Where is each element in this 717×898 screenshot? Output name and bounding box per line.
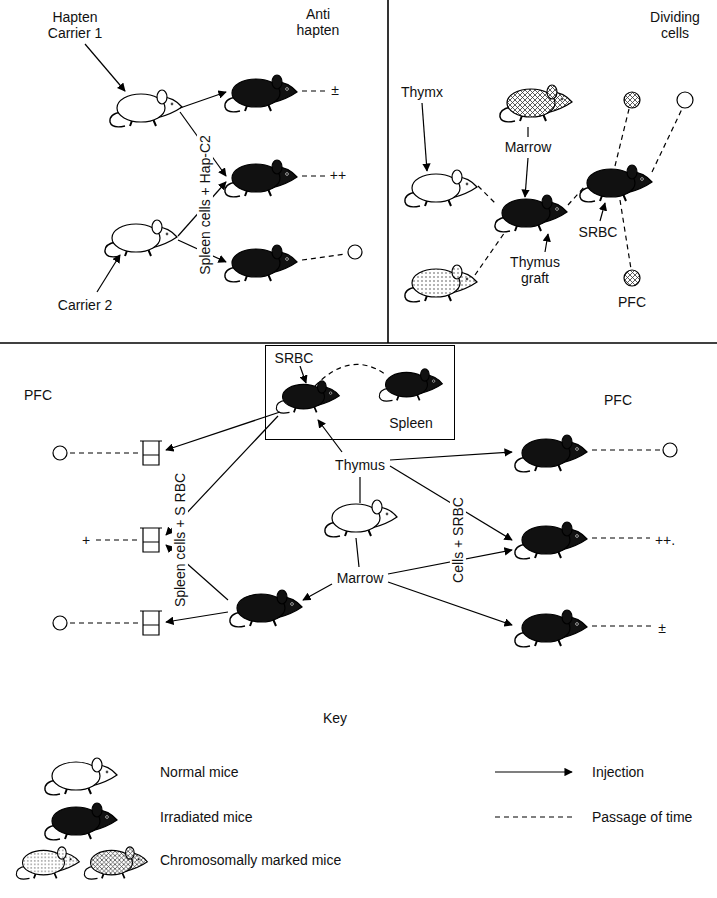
cell-source-label: Marrow xyxy=(335,570,386,586)
treatment-label: Thymus graft xyxy=(506,254,565,286)
source-line xyxy=(359,477,360,503)
injection-arrow xyxy=(390,452,512,460)
time-line xyxy=(70,452,138,453)
marked-cell xyxy=(624,270,640,286)
time-line xyxy=(302,254,346,260)
source-line xyxy=(356,538,359,567)
cell-label: PFC xyxy=(616,294,648,310)
legend-time-line xyxy=(495,816,572,817)
injection-arrow xyxy=(422,103,427,171)
column-heading: Dividing cells xyxy=(642,9,708,41)
box-label: SRBC xyxy=(273,350,316,366)
zero-result xyxy=(53,616,67,630)
result-value: ± xyxy=(656,620,668,636)
column-heading: Anti hapten xyxy=(289,6,348,38)
legend-marked-mouse xyxy=(84,847,147,879)
zero-result xyxy=(348,245,362,259)
injection-arrow xyxy=(303,584,332,600)
box-label: Spleen xyxy=(387,415,435,431)
irradiated-mouse xyxy=(225,160,297,197)
legend-irradiated-mouse xyxy=(45,803,117,840)
donor-label: Hapten Carrier 1 xyxy=(40,9,110,41)
legend-marked-mouse xyxy=(16,847,79,879)
injection-arrow xyxy=(525,158,528,197)
transfer-label: Cells + SRBC xyxy=(450,495,466,585)
culture-vessel xyxy=(140,611,162,635)
injection-arrow xyxy=(166,412,280,450)
time-line xyxy=(475,232,505,275)
unmarked-cell xyxy=(677,92,693,108)
panel-divider xyxy=(387,0,389,343)
time-line xyxy=(620,200,631,269)
legend-text: Injection xyxy=(590,764,646,780)
experiment-box: SRBC Spleen xyxy=(265,345,455,440)
time-line xyxy=(315,364,385,386)
result-value: ++. xyxy=(653,532,677,548)
injection-arrow xyxy=(97,255,120,292)
zero-result xyxy=(663,443,677,457)
donor-label: Carrier 2 xyxy=(56,297,114,313)
time-line xyxy=(592,449,661,450)
time-line xyxy=(70,622,138,623)
marked-mouse xyxy=(500,85,572,122)
injection-arrow xyxy=(166,612,228,622)
time-line xyxy=(568,186,585,205)
culture-vessel xyxy=(140,528,162,552)
legend-text: Normal mice xyxy=(158,764,241,780)
irradiated-mouse xyxy=(515,522,587,559)
injection-arrow xyxy=(318,420,342,452)
injection-arrow xyxy=(85,44,125,91)
injection-arrow xyxy=(545,234,548,252)
marked-cell xyxy=(624,92,640,108)
injection-arrow xyxy=(180,92,226,108)
irradiated-mouse xyxy=(515,435,587,472)
injection-arrow xyxy=(388,582,512,625)
injection-arrow xyxy=(600,203,605,221)
irradiated-mouse xyxy=(379,369,442,401)
transfer-label: Spleen cells + S RBC xyxy=(172,471,188,609)
antigen-label: SRBC xyxy=(577,224,620,240)
result-value: ± xyxy=(329,82,341,98)
normal-mouse xyxy=(110,90,182,127)
time-line xyxy=(652,109,682,172)
treatment-label: Thymx xyxy=(399,84,445,100)
transfer-label: Spleen cells + Hap-C2 xyxy=(197,133,213,277)
normal-mouse xyxy=(325,500,397,537)
legend-text: Irradiated mice xyxy=(158,809,255,825)
normal-mouse xyxy=(105,220,177,257)
time-line xyxy=(302,90,326,91)
time-line xyxy=(478,186,496,204)
time-line xyxy=(592,625,652,626)
legend-text: Chromosomally marked mice xyxy=(158,852,343,868)
irradiated-mouse xyxy=(225,245,297,282)
legend-text: Passage of time xyxy=(590,809,694,825)
time-line xyxy=(615,109,629,166)
column-heading: PFC xyxy=(22,387,54,403)
marrow-line xyxy=(527,127,528,137)
time-line xyxy=(302,175,326,176)
time-line xyxy=(592,537,650,538)
legend-normal-mouse xyxy=(45,758,117,795)
irradiated-mouse xyxy=(225,75,297,112)
irradiated-mouse xyxy=(230,590,302,627)
zero-result xyxy=(53,446,67,460)
cell-source-label: Marrow xyxy=(503,139,554,155)
key-heading: Key xyxy=(321,710,349,726)
irradiated-mouse xyxy=(580,165,652,202)
result-value: ++ xyxy=(328,167,348,183)
result-value: + xyxy=(80,532,92,548)
normal-mouse xyxy=(405,170,477,207)
time-line xyxy=(96,539,138,540)
column-heading: PFC xyxy=(602,392,634,408)
irradiated-mouse xyxy=(515,610,587,647)
panel-divider xyxy=(0,342,717,344)
injection-arrow xyxy=(300,366,306,383)
cell-source-label: Thymus xyxy=(333,457,387,473)
irradiated-mouse xyxy=(276,381,339,413)
culture-vessel xyxy=(140,441,162,465)
irradiated-mouse xyxy=(495,195,567,232)
marked-mouse xyxy=(405,265,477,302)
legend-injection-line xyxy=(495,771,572,772)
